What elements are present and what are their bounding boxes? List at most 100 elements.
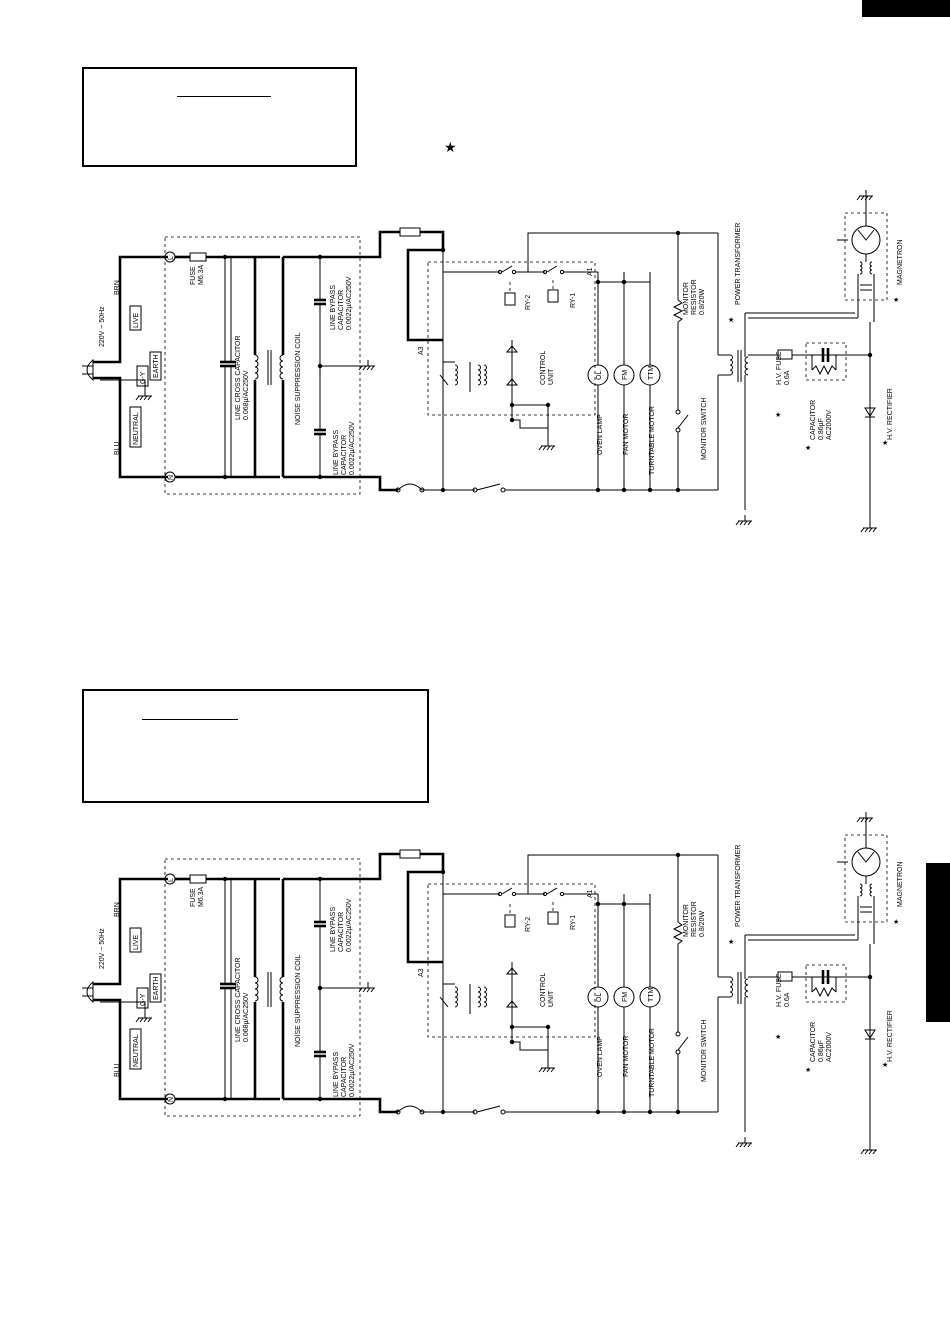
switch-contact — [675, 427, 681, 433]
hv-capacitor-label-line-3: AC2000V — [826, 410, 833, 440]
transformer-ground-hatch — [739, 1142, 744, 1148]
junction-dot — [675, 852, 681, 858]
hv-rectifier-symbol — [864, 1029, 876, 1039]
hv-ground-hatch — [868, 1149, 873, 1155]
relay-ry1-label: RY-1 — [570, 293, 577, 308]
door-switch-blade — [476, 1105, 501, 1113]
junction-dot — [675, 487, 681, 493]
live-box — [129, 305, 142, 331]
note-box-1 — [82, 67, 357, 167]
hv-fuse-label-line-2: 0.6A — [784, 992, 791, 1007]
fuse-label-line-2: M6.3A — [198, 264, 205, 285]
thermal-cutout — [399, 227, 421, 237]
noise-filter-frame — [164, 236, 361, 495]
live-box — [129, 927, 142, 953]
earth-ground-hatch — [147, 395, 152, 401]
star-icon: ★ — [882, 439, 888, 447]
bypass-ground-hatch — [366, 987, 371, 993]
bypass-capacitor-bottom-label-line-3: 0.0022µ/AC250V — [349, 1043, 356, 1097]
line-cross-capacitor-label-line-2: 0.068µ/AC250V — [243, 992, 250, 1042]
line-cross-capacitor-label-line-2: 0.068µ/AC250V — [243, 370, 250, 420]
hv-fuse-label-line-1: H.V. FUSE — [776, 351, 783, 385]
control-transformer-primary — [454, 364, 458, 386]
neutral-label: NEUTRAL — [133, 412, 140, 445]
neutral-label: NEUTRAL — [133, 1034, 140, 1067]
hv-fuse-label-line-2: 0.6A — [784, 370, 791, 385]
transformer-ground-hatch — [735, 520, 740, 526]
junction-dot — [222, 876, 228, 882]
star-icon: ★ — [728, 938, 734, 946]
load-fm-label: FAN MOTOR — [623, 1036, 630, 1077]
star-icon: ★ — [805, 444, 811, 452]
hv-rectifier-symbol — [864, 407, 876, 417]
fuse-symbol — [189, 252, 207, 262]
load-fm-label: FAN MOTOR — [623, 414, 630, 455]
transformer-ground-hatch — [743, 520, 748, 526]
relay-contact — [559, 891, 565, 897]
earth-box — [149, 973, 162, 1003]
terminal-l-label: L — [168, 878, 175, 882]
monitor-resistor-symbol — [672, 921, 684, 945]
control-transformer-primary — [454, 986, 458, 1008]
junction-dot — [595, 1109, 601, 1115]
hv-fuse-label-line-1: H.V. FUSE — [776, 973, 783, 1007]
monitor-resistor-label-line-3: 0.8/20W — [699, 911, 706, 937]
thermal-cutout — [399, 849, 421, 859]
control-unit-label-line-2: UNIT — [548, 990, 555, 1007]
bypass-capacitor-bottom-label-line-3: 0.0022µ/AC250V — [349, 421, 356, 475]
load-fm-symbol-label: FM — [622, 370, 629, 380]
hv-ground-hatch — [868, 527, 873, 533]
relay-contact — [497, 891, 503, 897]
relay-contact — [511, 269, 517, 275]
bypass-capacitor-top-label-line-1: LINE BYPASS — [330, 907, 337, 952]
supply-label: 220V ~ 50Hz — [99, 928, 106, 969]
monitor-switch-blade — [677, 1036, 689, 1051]
relay-contact — [559, 269, 565, 275]
hv-capacitor-label-line-2: 0.86µF — [818, 1040, 825, 1062]
earth-label: EARTH — [153, 976, 160, 1000]
junction-dot — [222, 254, 228, 260]
junction-dot — [317, 1096, 323, 1102]
live-wire — [406, 852, 445, 964]
monitor-resistor-label-line-2: RESISTOR — [691, 901, 698, 937]
hv-capacitor-label-line-2: 0.86µF — [818, 418, 825, 440]
earth-ground-hatch — [139, 395, 144, 401]
junction-dot — [222, 474, 228, 480]
load-ol-label: OVEN LAMP — [597, 1036, 604, 1077]
control-transformer-secondary — [477, 986, 481, 1008]
hv-ground-hatch — [872, 1149, 877, 1155]
bypass-capacitor-bottom-label-line-1: LINE BYPASS — [333, 1052, 340, 1097]
bypass-capacitor-top-label-line-2: CAPACITOR — [338, 290, 345, 330]
hv-ground-hatch — [872, 527, 877, 533]
varistor-symbol — [439, 996, 449, 1008]
neutral-box — [129, 406, 142, 448]
bypass-capacitor-top-label-line-3: 0.0022µ/AC250V — [346, 276, 353, 330]
live-label: LIVE — [133, 312, 140, 328]
earth-ground-hatch — [135, 1017, 140, 1023]
relay-ry1-contact — [546, 887, 558, 895]
hv-capacitor-label-line-1: CAPACITOR — [810, 400, 817, 440]
neutral-wire — [360, 1097, 398, 1114]
star-icon: ★ — [775, 411, 781, 419]
junction-dot — [647, 1109, 653, 1115]
line-cross-capacitor-label-line-1: LINE CROSS CAPACITOR — [235, 335, 242, 420]
power-transformer-primary — [729, 354, 733, 376]
hv-ground-hatch — [860, 1149, 865, 1155]
monitor-resistor-label-line-3: 0.8/20W — [699, 289, 706, 315]
hv-rectifier-label: H.V. RECTIFIER — [887, 388, 894, 440]
magnetron-choke-b — [869, 883, 873, 897]
star-icon: ★ — [893, 296, 899, 304]
switch-contact — [395, 487, 401, 493]
fuse-label-line-1: FUSE — [190, 266, 197, 285]
magnetron-ground-hatch — [856, 195, 861, 201]
control-ground-hatch — [542, 1067, 547, 1073]
earth-wire — [100, 1001, 146, 1012]
power-transformer-primary — [729, 976, 733, 998]
monitor-switch-blade — [677, 414, 689, 429]
diode — [505, 1000, 519, 1008]
monitor-switch-label: MONITOR SWITCH — [701, 1020, 708, 1082]
bypass-capacitor-top-label-line-1: LINE BYPASS — [330, 285, 337, 330]
star-icon: ★ — [805, 1066, 811, 1074]
earth-ground-hatch — [147, 1017, 152, 1023]
